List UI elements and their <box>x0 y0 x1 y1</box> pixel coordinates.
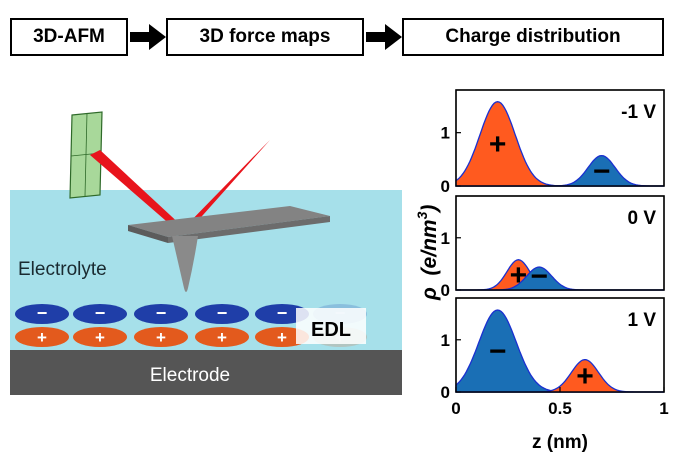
chart-panel: − +0 1 1 V <box>441 297 665 402</box>
svg-text:ρ (e/nm3): ρ (e/nm3) <box>414 205 441 301</box>
panel-frame <box>455 195 665 291</box>
voltage-annotation: -1 V <box>621 102 656 123</box>
y-tick-label: 0 <box>441 177 450 196</box>
flow-step-charge-distribution: Charge distribution <box>402 18 664 56</box>
cation-ellipse <box>73 327 127 347</box>
panel-frame-outline <box>455 195 665 291</box>
electrode-label: Electrode <box>150 365 230 386</box>
y-tick-label: 1 <box>441 124 450 143</box>
cation-ellipse <box>255 327 309 347</box>
anion-ellipse <box>134 304 188 324</box>
x-tick-label: 0.5 <box>548 399 572 418</box>
anion-sign: − <box>156 303 167 323</box>
y-axis-rho: ρ <box>418 287 441 301</box>
cation-sign: + <box>277 328 287 347</box>
electrolyte-label: Electrolyte <box>18 259 107 280</box>
flow-arrow-2 <box>366 24 402 50</box>
anion-sign: − <box>37 303 48 323</box>
cation-sign-label: + <box>489 128 507 161</box>
cation-sign: + <box>217 328 227 347</box>
x-axis-label: z (nm) <box>532 432 588 453</box>
anion-ellipse <box>255 304 309 324</box>
anion-sign-label: − <box>593 155 611 188</box>
flow-step-force-maps: 3D force maps <box>166 18 364 56</box>
anion-sign: − <box>95 303 106 323</box>
afm-cantilever <box>128 206 330 243</box>
edl-label-box <box>296 308 366 344</box>
anion-ellipse <box>73 304 127 324</box>
y-tick-label: 1 <box>441 229 450 248</box>
y-tick-label: 0 <box>441 281 450 300</box>
electrode-slab <box>10 350 402 395</box>
chart-panel: + − 0 1 -1 V <box>441 89 665 196</box>
cation-sign-label: + <box>576 360 594 393</box>
x-tick-label: 0 <box>451 399 460 418</box>
cation-sign: + <box>37 328 47 347</box>
photodetector <box>69 111 103 199</box>
panel-frame-outline <box>455 89 665 187</box>
y-tick-label: 0 <box>441 383 450 402</box>
cation-sign: + <box>156 328 166 347</box>
edl-label: EDL <box>311 319 351 341</box>
anion-sign: − <box>277 303 288 323</box>
y-axis-label: ρ (e/nm3) <box>414 205 441 301</box>
anion-sign: − <box>217 303 228 323</box>
y-tick-label: 1 <box>441 331 450 350</box>
y-axis-exponent: 3 <box>414 211 430 219</box>
anion-sign-label: − <box>530 260 548 293</box>
cation-ellipse <box>195 327 249 347</box>
flow-arrow-1 <box>130 24 166 50</box>
y-axis-units: (e/nm <box>418 219 441 275</box>
laser-beam-reflected <box>90 150 184 233</box>
cation-ellipse <box>134 327 188 347</box>
anion-ellipse <box>195 304 249 324</box>
voltage-annotation: 0 V <box>627 208 656 229</box>
x-tick-label: 1 <box>659 399 668 418</box>
flow-step-3d-afm: 3D-AFM <box>10 18 128 56</box>
voltage-annotation: 1 V <box>627 310 656 331</box>
anion-ellipse <box>15 304 69 324</box>
y-axis-close: ) <box>418 205 441 214</box>
cation-sign: + <box>95 328 105 347</box>
chart-panel: +−010 V <box>441 195 665 300</box>
afm-tip <box>172 236 198 292</box>
laser-beam-incident <box>182 140 270 234</box>
anion-sign-label: − <box>489 335 507 368</box>
cation-ellipse <box>15 327 69 347</box>
